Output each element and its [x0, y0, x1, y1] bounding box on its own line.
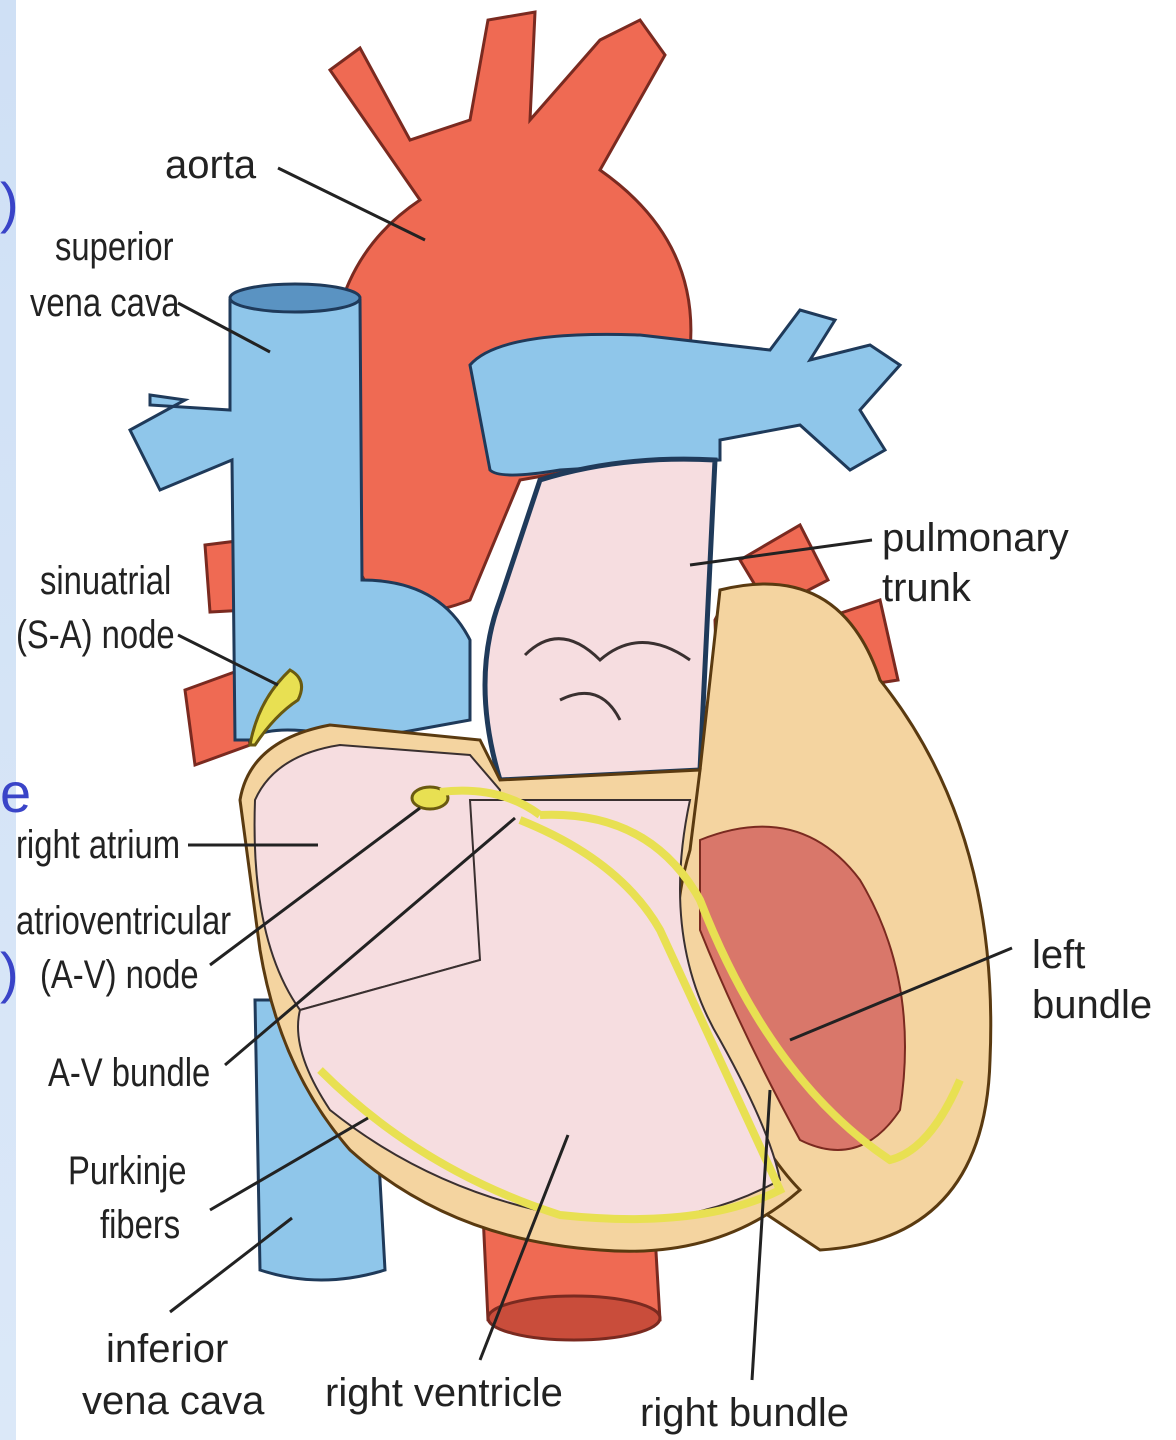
label-left-bundle-line2: bundle [1032, 982, 1152, 1028]
label-av-bundle: A-V bundle [48, 1050, 210, 1096]
label-sa-node-line1: sinuatrial [40, 558, 171, 604]
label-left-bundle-line1: left [1032, 932, 1085, 978]
label-pulmonary-trunk-line2: trunk [882, 565, 971, 611]
label-purkinje-line1: Purkinje [68, 1148, 187, 1194]
label-right-ventricle: right ventricle [325, 1370, 563, 1416]
label-sa-node-line2: (S-A) node [16, 612, 175, 658]
label-right-atrium: right atrium [16, 822, 180, 868]
label-purkinje-line2: fibers [100, 1202, 180, 1248]
pulmonary-trunk-vessel [485, 459, 715, 780]
svc-opening [230, 284, 360, 312]
label-av-node-line1: atrioventricular [16, 898, 231, 944]
label-right-bundle: right bundle [640, 1390, 849, 1436]
descending-aorta-opening [488, 1296, 660, 1340]
label-inferior-vena-cava-line1: inferior [106, 1326, 228, 1372]
leader-aorta [278, 168, 425, 240]
label-aorta: aorta [165, 142, 256, 188]
label-superior-vena-cava-line1: superior [55, 224, 174, 270]
label-pulmonary-trunk-line1: pulmonary [882, 515, 1069, 561]
label-inferior-vena-cava-line2: vena cava [82, 1378, 264, 1424]
label-av-node-line2: (A-V) node [40, 952, 199, 998]
label-superior-vena-cava-line2: vena cava [30, 280, 180, 326]
